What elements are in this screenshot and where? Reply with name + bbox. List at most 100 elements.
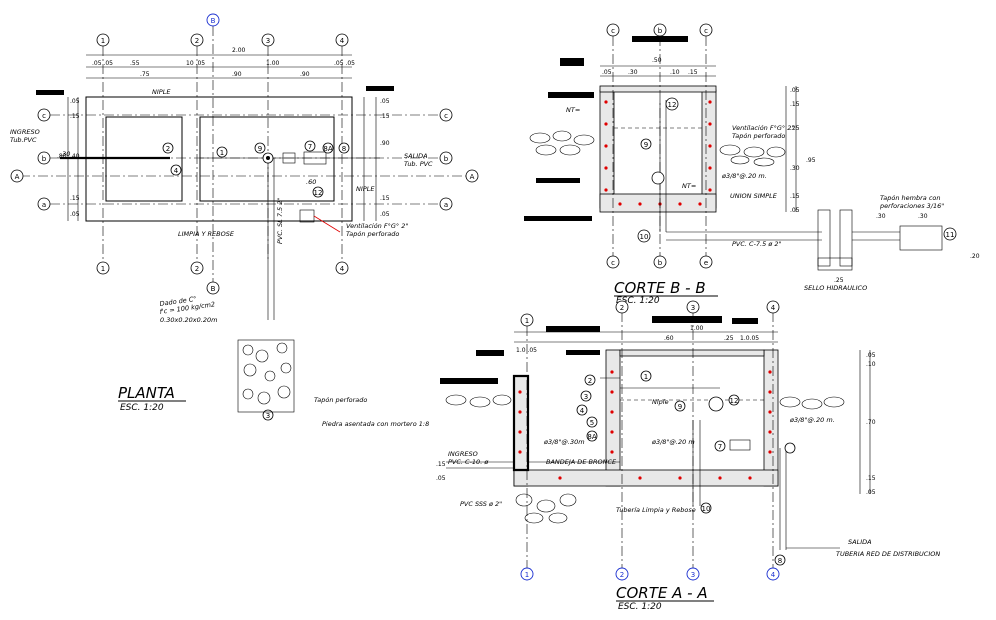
- bb-tapon-h2: perforaciones 3/16": [879, 202, 944, 210]
- aa-acero2-label: ø3/8"@.20 m: [651, 438, 695, 446]
- planta-item-3: 3: [266, 412, 270, 420]
- aa-dim-v10: .10: [866, 361, 876, 368]
- planta-tapon2-label: Tapón perforado: [314, 396, 367, 404]
- planta-dim-d3: 10 .05: [186, 60, 205, 67]
- corte-bb-view: c b c c b e .05 .50 .15 .30 .10 .05 .15 …: [524, 23, 980, 306]
- aa-dim-v15: .15: [866, 475, 876, 482]
- axis-B-top: B: [211, 17, 216, 25]
- aa-slab: [513, 469, 779, 487]
- axis-c-left: c: [42, 112, 46, 120]
- corte-bb-title: CORTE B - B: [614, 279, 706, 297]
- planta-item-7: 7: [308, 143, 312, 151]
- axis-1-top: 1: [101, 37, 105, 45]
- aa-item-3: 3: [584, 393, 588, 401]
- aa-pvc-label: PVC SSS ø 2": [460, 500, 502, 508]
- planta-dim-d7: .90: [232, 71, 242, 78]
- aa-bandeja-label: BANDEJA DE BRONCE: [546, 458, 617, 466]
- axis-3-top: 3: [266, 37, 270, 45]
- aa-ingreso-sub: PVC. C-10. ø: [448, 458, 489, 466]
- bb-item-11: 11: [946, 231, 955, 239]
- bb-slab-bottom: [599, 193, 717, 213]
- aa-salida-label: SALIDA: [848, 538, 872, 546]
- aa-item-5: 5: [590, 419, 594, 427]
- aa-salida-sub: TUBERIA RED DE DISTRIBUCION: [836, 550, 940, 558]
- planta-niple2-label: NIPLE: [356, 185, 375, 193]
- bb-axis-e-top: c: [704, 27, 708, 35]
- axis-a-right: a: [444, 201, 448, 209]
- planta-item-8a: 8A: [323, 145, 332, 153]
- aa-dim-d3: .25: [724, 335, 734, 342]
- bb-d30b: .30: [918, 213, 928, 220]
- axis-4-top: 4: [340, 37, 345, 45]
- corte-bb-scale: ESC. 1:20: [616, 296, 660, 306]
- axis-2-top: 2: [195, 37, 199, 45]
- bb-tapon-h1: Tapón hembra con: [880, 194, 941, 202]
- planta-dim-d6: .75: [140, 71, 150, 78]
- aa-niple-label: Niple: [652, 398, 669, 406]
- bb-sello-label: SELLO HIDRAULICO: [804, 284, 867, 292]
- planta-dim-v5: .05: [70, 211, 80, 218]
- bb-axis-b-bottom: b: [658, 259, 663, 267]
- planta-item-9: 9: [258, 145, 262, 153]
- planta-view: 2.00 .05 .05 .55 10 .05 1.00 .05 .05 .75…: [10, 13, 479, 428]
- bb-dim-d50: .50: [652, 57, 662, 64]
- planta-dim-d5: .05 .05: [334, 60, 355, 67]
- planta-dado-label3: 0.30x0.20x0.20m: [160, 316, 217, 324]
- planta-item-8: 8: [342, 145, 346, 153]
- planta-salida-sub: Tub. PVC: [404, 160, 433, 168]
- bb-axis-b-top: b: [658, 27, 663, 35]
- bb-dim-v15: .15: [790, 101, 800, 108]
- aa-axis-3-bottom: 3: [691, 571, 695, 579]
- aa-dim-d2: .60: [664, 335, 674, 342]
- axis-b-right: b: [444, 155, 449, 163]
- axis-1-bottom: 1: [101, 265, 105, 273]
- planta-item-4: 4: [174, 167, 179, 175]
- aa-dim-d5: 1.0.05: [740, 335, 759, 342]
- planta-ventilacion-label: Ventilación F°G° 2": [346, 222, 408, 230]
- planta-dim-v1: .05: [70, 98, 80, 105]
- planta-dim-r3: .90: [380, 140, 390, 147]
- planta-dim-r5: .05: [380, 211, 390, 218]
- axis-2-bottom: 2: [195, 265, 199, 273]
- planta-piedra-label: Piedra asentada con mortero 1:8: [322, 420, 429, 428]
- planta-axis-bubbles: 1 2 3 4 B 1 2 4 B c b a A c b a A: [10, 13, 479, 295]
- axis-B-bottom: B: [211, 285, 216, 293]
- bb-slab-top: [599, 85, 717, 93]
- aa-dim-v05: .05: [866, 352, 876, 359]
- aa-dim-left-v05: .05: [436, 475, 446, 482]
- bb-axis-c-top: c: [611, 27, 615, 35]
- aa-axis-4-top: 4: [771, 304, 776, 312]
- bb-dim-v95: .95: [806, 157, 816, 164]
- planta-ingreso-label: INGRESO: [10, 128, 40, 136]
- planta-dim-r4: .15: [380, 195, 390, 202]
- bb-dim-d30: .30: [628, 69, 638, 76]
- aa-item-1: 1: [644, 373, 648, 381]
- axis-A-left: A: [15, 173, 20, 181]
- aa-acero3-label: ø3/8"@.20 m.: [789, 416, 835, 424]
- aa-dim-d1: 1.00: [690, 325, 704, 332]
- aa-item-8: 8: [778, 557, 782, 565]
- aa-axis-2-top: 2: [620, 304, 624, 312]
- planta-dim-c80: .80: [57, 153, 67, 160]
- bb-union-label: UNION SIMPLE: [730, 192, 778, 200]
- aa-acero1-label: ø3/8"@.30m: [543, 438, 585, 446]
- bb-dim-d05: .05: [602, 69, 612, 76]
- planta-dim-total: 2.00: [232, 47, 246, 54]
- bb-dim-v05b: .05: [790, 207, 800, 214]
- axis-4-bottom: 4: [340, 265, 345, 273]
- bb-acero-label: ø3/8"@.20 m.: [721, 172, 767, 180]
- corte-aa-view: 1 2 3 4 1 2 3 4 1.00 .60 .25 1.0 .05 1.0…: [436, 300, 940, 612]
- bb-dim-d10: .10: [670, 69, 680, 76]
- aa-axis-1-top: 1: [525, 317, 529, 325]
- aa-axis-4-bottom: 4: [771, 571, 776, 579]
- aa-ingreso-label: INGRESO: [448, 450, 478, 458]
- aa-item-4: 4: [580, 407, 585, 415]
- bb-stones: [529, 130, 786, 167]
- bb-axis-e-bottom: e: [704, 259, 708, 267]
- axis-A-right: A: [470, 173, 475, 181]
- bb-dim-d15: .15: [688, 69, 698, 76]
- planta-dim-c30: .30: [60, 150, 70, 158]
- planta-dim-r1: .05: [380, 98, 390, 105]
- bb-d30a: .30: [876, 213, 886, 220]
